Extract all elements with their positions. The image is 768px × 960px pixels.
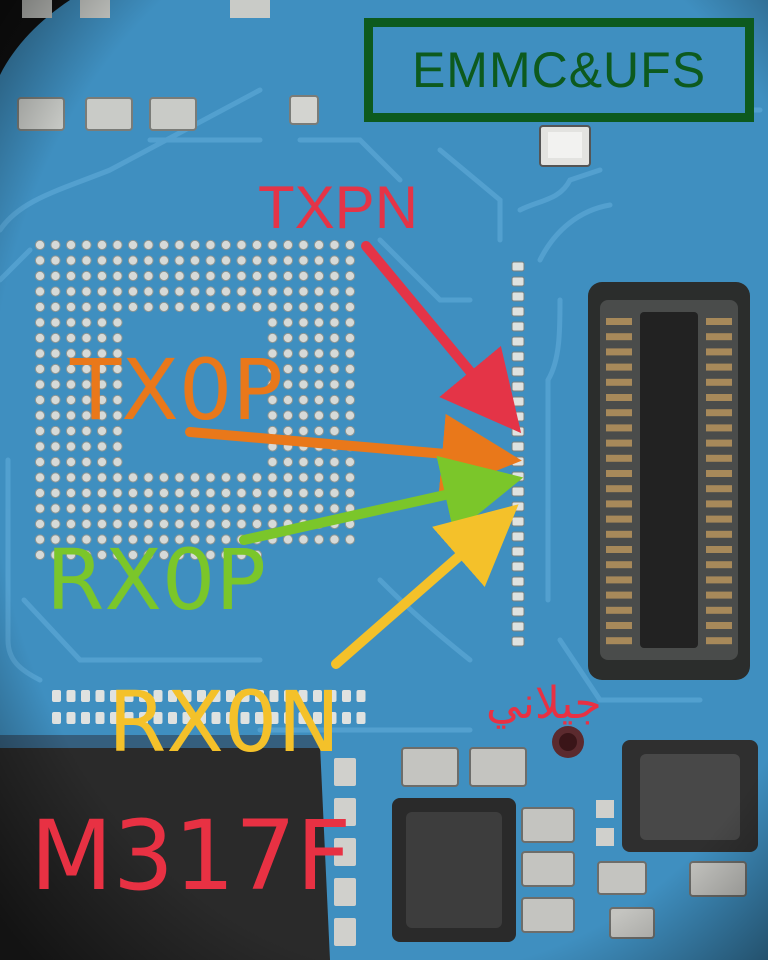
label-rx0n: RX0N xyxy=(108,673,341,771)
board-connector xyxy=(588,282,750,680)
model-label: M317F xyxy=(30,800,352,912)
author-signature: جيلاني xyxy=(486,678,602,729)
title-box: EMMC&UFS xyxy=(364,18,754,122)
title-text: EMMC&UFS xyxy=(411,42,707,98)
label-txpn: TXPN xyxy=(258,174,419,241)
label-tx0p: TX0P xyxy=(70,341,283,439)
label-rx0p: RX0P xyxy=(46,531,267,629)
